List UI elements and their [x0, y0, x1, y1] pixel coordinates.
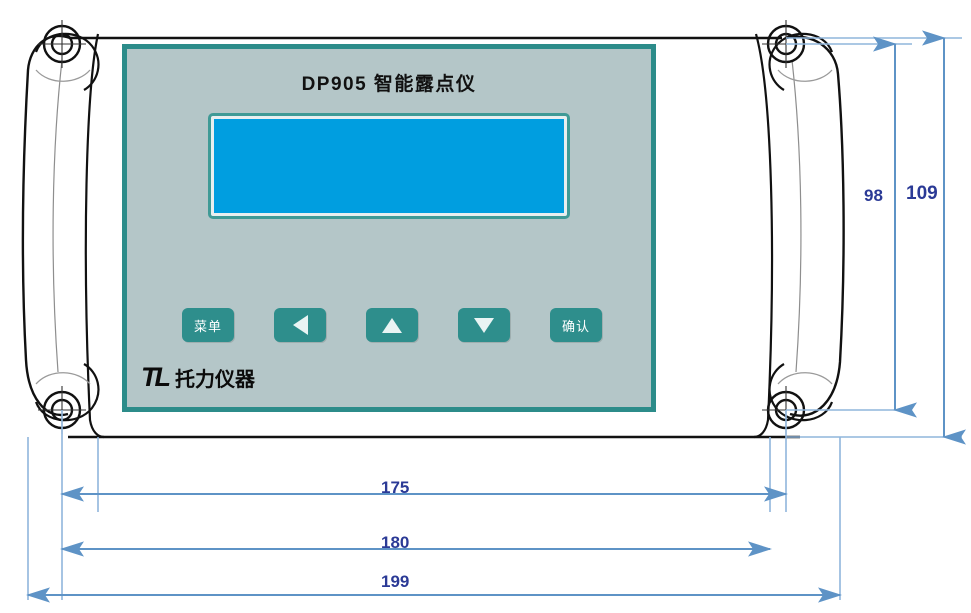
dimension-label-180: 180: [381, 533, 410, 552]
menu-button[interactable]: 菜单: [182, 308, 234, 342]
lcd-display[interactable]: [214, 119, 564, 213]
up-button[interactable]: [366, 308, 418, 342]
dimension-label-109: 109: [906, 183, 938, 204]
mounting-hole-bottom-right: [762, 363, 834, 434]
brand-logo: TL 托力仪器: [141, 364, 255, 391]
brand-name-label: 托力仪器: [175, 369, 255, 391]
lcd-bezel: [208, 113, 570, 219]
menu-button-label: 菜单: [193, 318, 222, 334]
brand-mark-icon: TL: [141, 362, 171, 392]
instrument-faceplate: DP905 智能露点仪 菜单 确认 TL 托力仪器: [122, 44, 656, 412]
confirm-button-label: 确认: [561, 318, 590, 334]
down-button[interactable]: [458, 308, 510, 342]
dimension-label-175: 175: [381, 478, 410, 497]
triangle-up-icon: [382, 317, 402, 333]
device-model-title: DP905 智能露点仪: [301, 74, 477, 95]
dimension-label-98: 98: [864, 186, 883, 205]
enclosure-outline: [21, 34, 845, 439]
dimension-label-199: 199: [381, 572, 410, 591]
triangle-left-icon: [292, 315, 308, 335]
mounting-hole-top-right: [762, 20, 834, 91]
construction-lines: [52, 59, 802, 373]
vertical-dimension-lines: [873, 30, 966, 445]
left-button[interactable]: [274, 308, 326, 342]
mounting-hole-top-left: [34, 20, 100, 91]
triangle-down-icon: [474, 317, 494, 333]
horizontal-dimension-lines: [26, 486, 842, 603]
keypad: 菜单 确认: [182, 305, 602, 345]
confirm-button[interactable]: 确认: [550, 308, 602, 342]
